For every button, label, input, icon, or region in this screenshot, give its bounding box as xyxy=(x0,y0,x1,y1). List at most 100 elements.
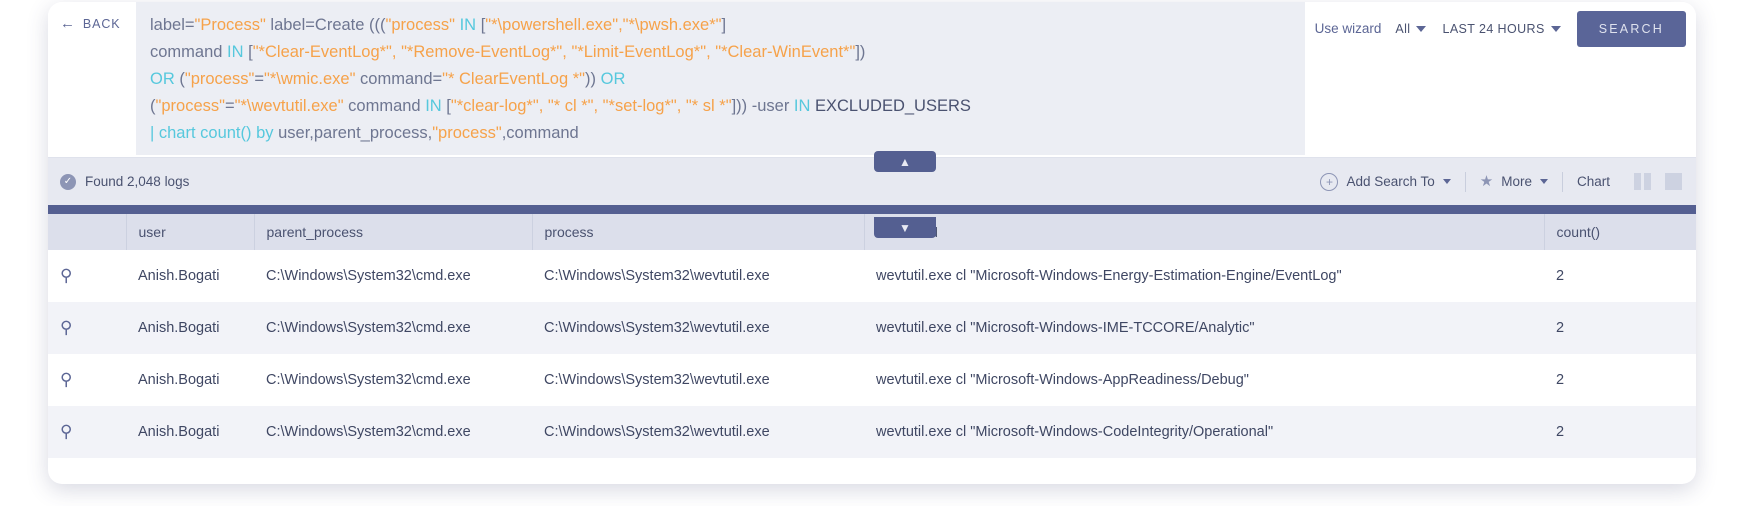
cell-process: C:\Windows\System32\wevtutil.exe xyxy=(532,354,864,406)
query-token: [ xyxy=(441,97,451,115)
back-button[interactable]: ← BACK xyxy=(48,2,136,31)
chevron-down-icon: ▼ xyxy=(899,220,911,235)
query-input[interactable]: label="Process" label=Create ((("process… xyxy=(136,2,1305,155)
query-token: label= xyxy=(150,16,195,34)
add-search-to-button[interactable]: + Add Search To xyxy=(1306,172,1464,191)
more-button[interactable]: ★ More xyxy=(1466,174,1562,189)
add-search-to-label: Add Search To xyxy=(1346,174,1435,189)
query-token: "*\wmic.exe" xyxy=(263,70,356,88)
results-status-text: Found 2,048 logs xyxy=(85,174,190,189)
row-inspect-cell[interactable]: ⚲ xyxy=(48,302,126,354)
query-token: user,parent_process, xyxy=(278,124,433,142)
cell-count: 2 xyxy=(1544,302,1696,354)
magnifier-icon[interactable]: ⚲ xyxy=(60,266,73,285)
chevron-down-icon xyxy=(1442,179,1451,184)
query-token: "process" xyxy=(184,70,255,88)
query-token: [ xyxy=(480,16,486,34)
query-token: [ xyxy=(243,43,253,61)
query-token: label=Create ((( xyxy=(265,16,386,34)
results-status: ✓ Found 2,048 logs xyxy=(60,173,190,190)
cell-command: wevtutil.exe cl "Microsoft-Windows-CodeI… xyxy=(864,406,1544,458)
query-line: command IN ["*Clear-EventLog*", "*Remove… xyxy=(150,39,1291,66)
cell-user: Anish.Bogati xyxy=(126,406,254,458)
back-button-label: BACK xyxy=(82,16,121,31)
query-token: OR xyxy=(150,70,175,88)
search-app-panel: ← BACK label="Process" label=Create ((("… xyxy=(48,2,1696,484)
query-token: "*clear-log*", "* cl *", "*set-log*", "*… xyxy=(450,97,732,115)
column-header-command[interactable]: command xyxy=(864,214,1545,250)
cell-parent-process: C:\Windows\System32\cmd.exe xyxy=(254,250,532,302)
query-token: chart count() xyxy=(158,124,252,142)
more-label: More xyxy=(1501,174,1532,189)
query-token: = xyxy=(254,70,264,88)
column-header-process[interactable]: process xyxy=(532,214,865,250)
query-token: "*\wevtutil.exe" xyxy=(234,97,344,115)
star-icon: ★ xyxy=(1479,173,1494,190)
cell-process: C:\Windows\System32\wevtutil.exe xyxy=(532,406,864,458)
scope-dropdown-label: All xyxy=(1395,21,1411,36)
query-token: IN xyxy=(455,16,481,34)
query-token: | xyxy=(150,124,159,142)
chevron-up-icon: ▲ xyxy=(899,154,911,169)
cell-user: Anish.Bogati xyxy=(126,250,254,302)
query-token: command xyxy=(150,43,228,61)
results-table: user parent_process process command coun… xyxy=(48,214,1696,458)
row-inspect-cell[interactable]: ⚲ xyxy=(48,354,126,406)
magnifier-icon[interactable]: ⚲ xyxy=(60,422,73,441)
results-divider xyxy=(48,205,1696,214)
chart-view-controls: Chart xyxy=(1563,173,1682,190)
check-circle-icon: ✓ xyxy=(60,173,76,190)
toolbar-divider xyxy=(1464,171,1466,192)
use-wizard-link[interactable]: Use wizard xyxy=(1314,21,1382,36)
query-token: ( xyxy=(174,70,185,88)
cell-user: Anish.Bogati xyxy=(126,302,254,354)
column-header-count[interactable]: count() xyxy=(1544,214,1696,250)
time-range-label: LAST 24 HOURS xyxy=(1442,21,1545,36)
collapse-query-toggle[interactable]: ▲ xyxy=(874,151,936,172)
cell-parent-process: C:\Windows\System32\cmd.exe xyxy=(254,302,532,354)
grid-view-icon[interactable] xyxy=(1665,173,1682,190)
query-toolbar: Use wizard All LAST 24 HOURS SEARCH xyxy=(1305,2,1696,47)
cell-count: 2 xyxy=(1544,354,1696,406)
query-token: IN xyxy=(227,43,244,61)
magnifier-icon[interactable]: ⚲ xyxy=(60,370,73,389)
query-token: "process" xyxy=(385,16,456,34)
query-token: "*\powershell.exe","*\pwsh.exe*" xyxy=(485,16,722,34)
cell-command: wevtutil.exe cl "Microsoft-Windows-IME-T… xyxy=(864,302,1544,354)
query-token: = xyxy=(225,97,235,115)
expand-results-toggle[interactable]: ▼ xyxy=(874,217,936,238)
chevron-down-icon xyxy=(1539,179,1548,184)
row-inspect-cell[interactable]: ⚲ xyxy=(48,250,126,302)
results-toolbar: ✓ Found 2,048 logs + Add Search To ★ Mor… xyxy=(48,157,1696,205)
query-token: ,command xyxy=(501,124,579,142)
plus-circle-icon: + xyxy=(1320,172,1339,191)
cell-count: 2 xyxy=(1544,406,1696,458)
query-line: ("process"="*\wevtutil.exe" command IN [… xyxy=(150,93,1291,120)
query-token: IN xyxy=(425,97,442,115)
column-header-actions[interactable] xyxy=(48,214,127,250)
toolbar-divider xyxy=(1561,171,1563,192)
magnifier-icon[interactable]: ⚲ xyxy=(60,318,73,337)
cell-parent-process: C:\Windows\System32\cmd.exe xyxy=(254,406,532,458)
cell-command: wevtutil.exe cl "Microsoft-Windows-Energ… xyxy=(864,250,1544,302)
scope-dropdown[interactable]: All xyxy=(1395,21,1427,36)
query-token: ])) -user xyxy=(731,97,794,115)
query-token: IN xyxy=(793,97,811,115)
query-line: | chart count() by user,parent_process,"… xyxy=(150,120,1291,147)
time-range-dropdown[interactable]: LAST 24 HOURS xyxy=(1442,21,1561,36)
cell-process: C:\Windows\System32\wevtutil.exe xyxy=(532,250,864,302)
search-button[interactable]: SEARCH xyxy=(1576,10,1686,47)
split-view-icon[interactable] xyxy=(1634,173,1651,190)
column-header-user[interactable]: user xyxy=(126,214,255,250)
row-inspect-cell[interactable]: ⚲ xyxy=(48,406,126,458)
query-token: OR xyxy=(600,70,626,88)
column-header-parent-process[interactable]: parent_process xyxy=(254,214,533,250)
query-token: )) xyxy=(585,70,601,88)
query-token: "* ClearEventLog *" xyxy=(442,70,586,88)
query-token: ( xyxy=(150,97,156,115)
query-token: "Process" xyxy=(194,16,266,34)
